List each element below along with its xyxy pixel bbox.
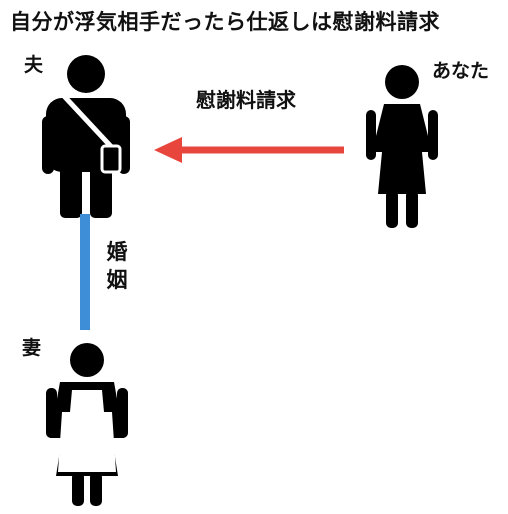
you-label: あなた <box>432 60 490 82</box>
marriage-line <box>80 214 90 330</box>
wife-figure-icon <box>46 343 128 506</box>
wife-label: 妻 <box>22 337 42 359</box>
marriage-label: 婚姻 <box>106 240 128 292</box>
claim-arrow <box>154 137 344 163</box>
diagram-title: 自分が浮気相手だったら仕返しは慰謝料請求 <box>10 10 440 34</box>
husband-figure-icon <box>42 55 130 218</box>
husband-label: 夫 <box>24 54 44 76</box>
you-figure-icon <box>366 65 438 228</box>
claim-label: 慰謝料請求 <box>196 88 296 112</box>
